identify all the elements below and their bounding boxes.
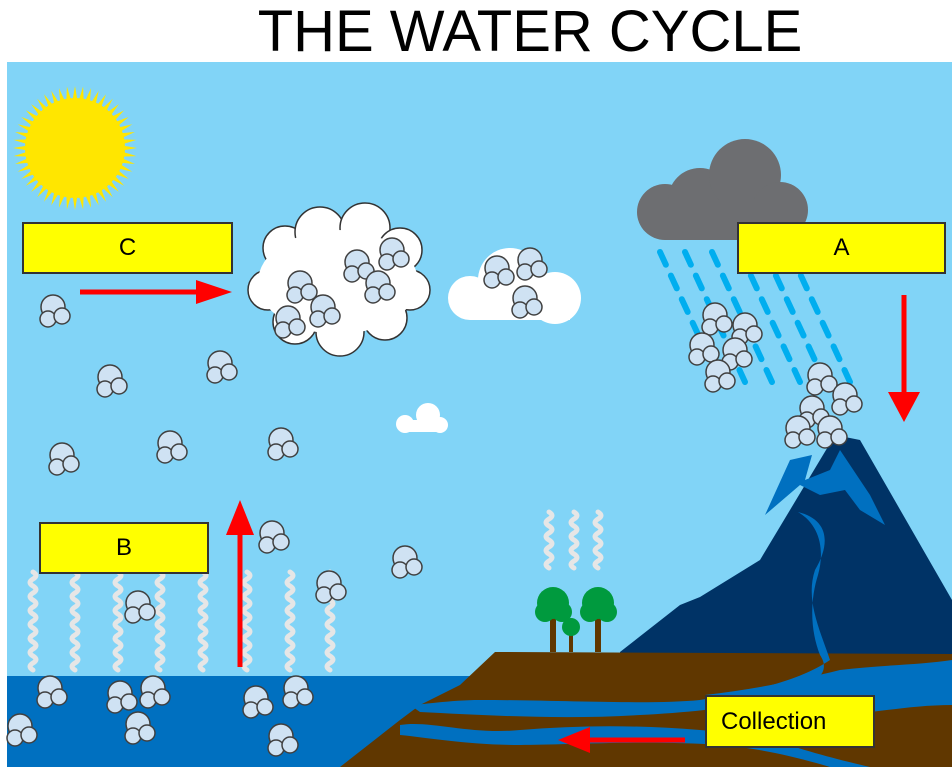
droplet-icon bbox=[364, 270, 396, 304]
droplet-icon bbox=[48, 442, 80, 476]
droplet-icon bbox=[378, 237, 410, 271]
droplet-icon bbox=[806, 362, 838, 396]
droplet-icon bbox=[701, 302, 733, 336]
small-white-cloud bbox=[396, 403, 448, 433]
droplet-icon bbox=[704, 359, 736, 393]
droplet-icon bbox=[39, 294, 71, 328]
tree-icon bbox=[535, 587, 572, 652]
label-c: C bbox=[22, 222, 233, 274]
droplet-icon bbox=[309, 294, 341, 328]
droplet-icon bbox=[242, 685, 274, 719]
arrow-right-icon bbox=[80, 280, 232, 304]
droplet-icon bbox=[688, 332, 720, 366]
label-a: A bbox=[737, 222, 946, 274]
droplet-icon bbox=[36, 675, 68, 709]
water-vapor bbox=[27, 509, 604, 673]
droplet-icon bbox=[816, 415, 848, 449]
droplet-icon bbox=[206, 350, 238, 384]
sun-icon bbox=[13, 86, 137, 210]
arrow-up-icon bbox=[226, 500, 254, 667]
droplet-icon bbox=[258, 520, 290, 554]
droplet-icon bbox=[483, 255, 515, 289]
droplet-icon bbox=[286, 270, 318, 304]
droplet-icon bbox=[511, 285, 543, 319]
mountain bbox=[620, 435, 952, 660]
droplet-icon bbox=[106, 680, 138, 714]
mountain-snow-streak bbox=[765, 450, 885, 525]
droplet-icon bbox=[6, 713, 38, 747]
rain-cloud-icon bbox=[637, 139, 808, 240]
droplet-icon bbox=[831, 382, 863, 416]
droplet-icon bbox=[391, 545, 423, 579]
diagram-title: THE WATER CYCLE bbox=[257, 0, 803, 64]
droplet-icon bbox=[274, 305, 306, 339]
arrow-left-icon bbox=[558, 727, 685, 753]
water-droplets bbox=[6, 237, 863, 757]
label-b: B bbox=[39, 522, 209, 574]
droplet-icon bbox=[282, 675, 314, 709]
droplet-icon bbox=[267, 427, 299, 461]
arrow-down-icon bbox=[888, 295, 920, 422]
small-tree-icon bbox=[562, 618, 580, 652]
droplet-icon bbox=[516, 247, 548, 281]
droplet-icon bbox=[784, 415, 816, 449]
label-collection: Collection bbox=[705, 695, 875, 748]
droplet-icon bbox=[315, 570, 347, 604]
droplet-icon bbox=[96, 364, 128, 398]
droplet-icon bbox=[124, 590, 156, 624]
tree-icon bbox=[580, 587, 617, 652]
droplet-icon bbox=[139, 675, 171, 709]
droplet-icon bbox=[267, 723, 299, 757]
droplet-icon bbox=[124, 711, 156, 745]
droplet-icon bbox=[156, 430, 188, 464]
